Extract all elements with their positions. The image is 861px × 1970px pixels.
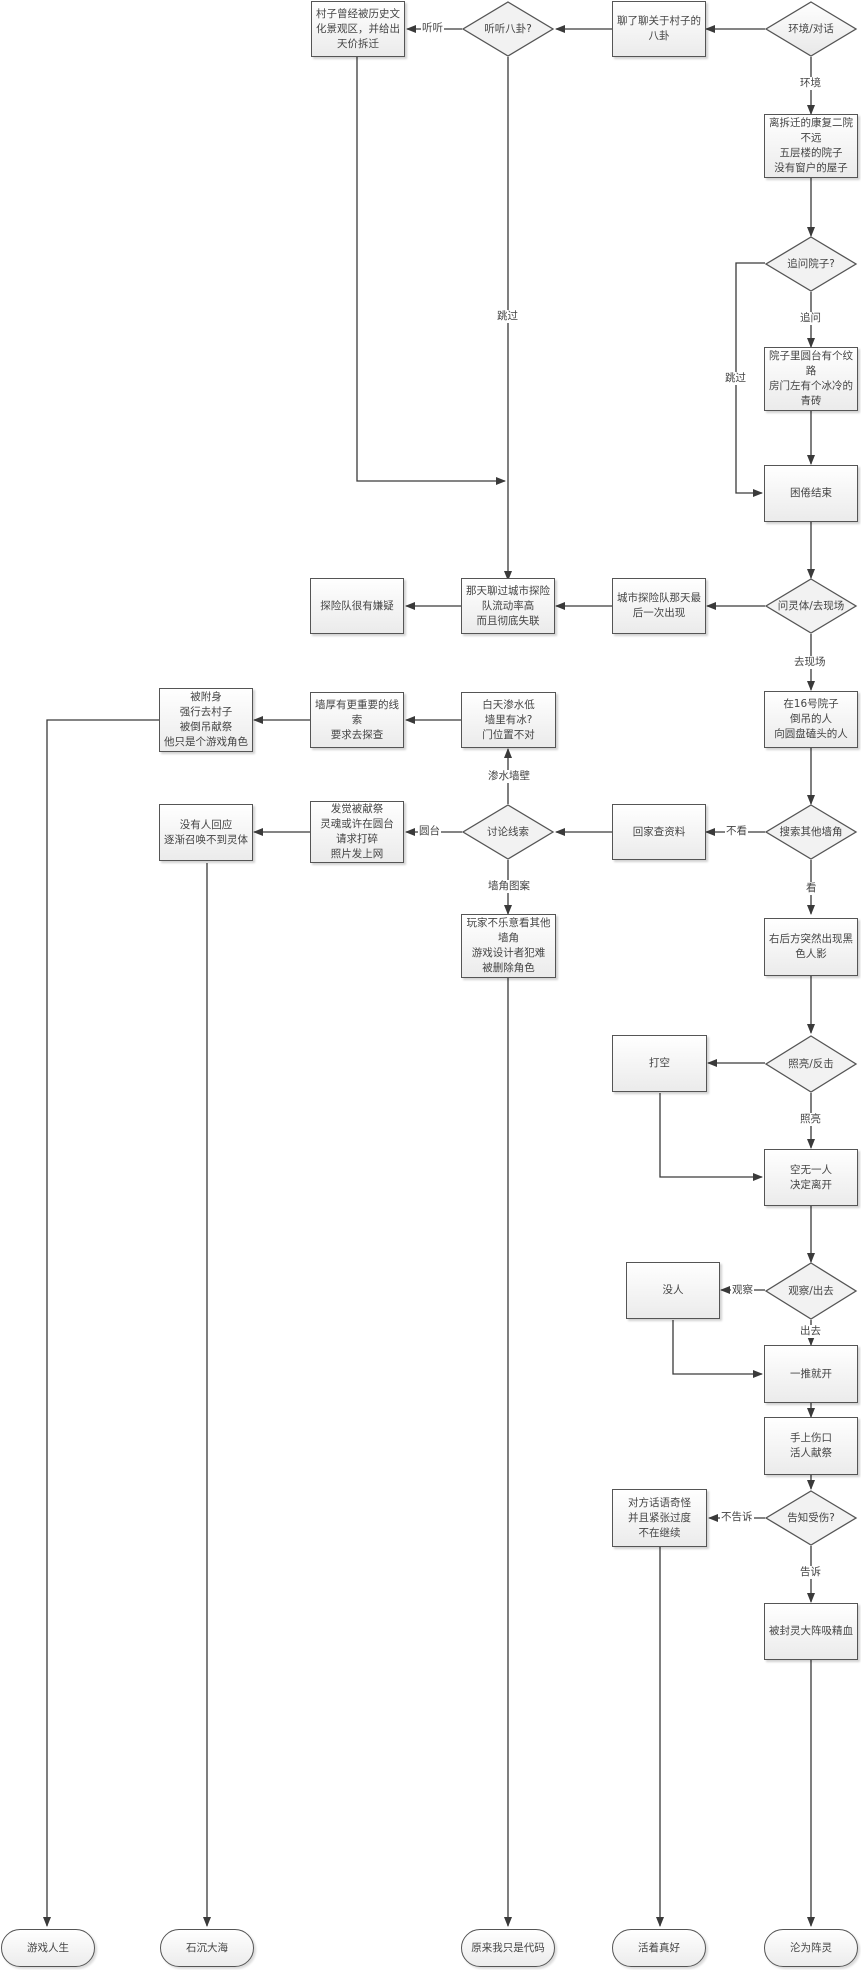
edge-label-exit: 出去: [799, 1325, 822, 1338]
ending-label: 石沉大海: [186, 1941, 228, 1954]
box-label: 那天聊过城市探险 队流动率高 而且彻底失联: [466, 584, 550, 627]
edge-label-light-up: 照亮: [799, 1113, 822, 1126]
edge-label-corner-pattern: 墙角图案: [487, 880, 531, 893]
decision-light-fight: 照亮/反击: [764, 1035, 858, 1093]
ending-become-spirit: 沦为阵灵: [764, 1929, 858, 1967]
box-yard-detail: 院子里圆台有个纹 路 房门左有个冰冷的 青砖: [764, 347, 858, 411]
box-explorers-last: 城市探险队那天最 后一次出现: [612, 578, 706, 634]
ending-good-alive: 活着真好: [612, 1929, 706, 1967]
edge-label-ask: 追问: [799, 312, 822, 325]
decision-listen-gossip: 听听八卦?: [461, 1, 555, 57]
decision-label: 追问院子?: [787, 257, 835, 270]
box-label: 回家查资料: [632, 825, 686, 838]
box-push-open: 一推就开: [764, 1345, 858, 1403]
edge-history-to-merge: [356, 57, 506, 485]
box-label: 右后方突然出现黑 色人影: [769, 933, 853, 960]
decision-label: 观察/出去: [788, 1284, 834, 1297]
box-label: 手上伤口 活人献祭: [790, 1432, 832, 1459]
edge-label-no-tell: 不告诉: [720, 1511, 754, 1524]
box-label: 发觉被献祭 灵魂或许在圆台 请求打碎 照片发上网: [320, 803, 394, 860]
box-label: 被附身 强行去村子 被倒吊献祭 他只是个游戏角色: [164, 691, 248, 748]
edge-label-skip-gossip: 跳过: [496, 310, 519, 323]
box-label: 困倦结束: [790, 487, 832, 499]
box-label: 在16号院子 倒吊的人 向圆盘磕头的人: [774, 698, 848, 740]
edge-label-observe: 观察: [731, 1284, 754, 1297]
box-label: 离拆迁的康复二院 不远 五层楼的院子 没有窗户的屋子: [769, 117, 853, 174]
edge-label-environment: 环境: [799, 77, 822, 90]
box-empty-leave: 空无一人 决定离开: [764, 1149, 858, 1206]
decision-env-dialog: 环境/对话: [764, 1, 858, 57]
box-label: 被封灵大阵吸精血: [769, 1625, 853, 1637]
box-label: 打空: [649, 1057, 670, 1069]
box-label: 白天渗水低 墙里有冰? 门位置不对: [482, 698, 535, 741]
box-label: 没有人回应 逐渐召唤不到灵体: [164, 818, 248, 846]
decision-label: 照亮/反击: [788, 1057, 834, 1070]
decision-observe-exit: 观察/出去: [764, 1262, 858, 1320]
box-possessed: 被附身 强行去村子 被倒吊献祭 他只是个游戏角色: [159, 688, 253, 752]
box-go-home: 回家查资料: [612, 804, 706, 860]
box-player-refuse: 玩家不乐意看其他 墙角 游戏设计者犯难 被删除角色: [461, 914, 556, 978]
box-yard16: 在16号院子 倒吊的人 向圆盘磕头的人: [764, 691, 858, 748]
box-sacrificed: 发觉被献祭 灵魂或许在圆台 请求打碎 照片发上网: [310, 801, 404, 863]
edge-label-listen: 听听: [421, 22, 444, 35]
ending-just-code: 原来我只是代码: [461, 1929, 555, 1967]
decision-label: 讨论线索: [487, 825, 529, 838]
box-gossip-village: 聊了聊关于村子的 八卦: [612, 1, 706, 57]
box-sleepy-end: 困倦结束: [764, 465, 858, 522]
decision-label: 告知受伤?: [787, 1511, 835, 1524]
box-no-response: 没有人回应 逐渐召唤不到灵体: [159, 804, 253, 861]
box-hit-air: 打空: [612, 1035, 707, 1092]
edge-hitair-to-empty: [659, 1093, 763, 1181]
box-label: 探险队很有嫌疑: [320, 599, 394, 612]
box-village-history: 村子曾经被历史文 化景观区，并给出 天价拆迁: [311, 1, 405, 57]
box-label: 聊了聊关于村子的 八卦: [617, 15, 701, 42]
ending-sunk-sea: 石沉大海: [160, 1929, 254, 1967]
edge-label-go-scene: 去现场: [793, 656, 827, 669]
edge-label-round-table: 圆台: [418, 825, 441, 838]
decision-discuss-clues: 讨论线索: [461, 804, 555, 860]
ending-label: 活着真好: [638, 1941, 680, 1954]
box-label: 城市探险队那天最 后一次出现: [617, 592, 701, 619]
ending-label: 沦为阵灵: [790, 1941, 832, 1954]
edge-label-look: 看: [805, 882, 818, 895]
edge-possessed-to-gamelife: [43, 719, 160, 1927]
box-sealed-spirit: 被封灵大阵吸精血: [764, 1603, 858, 1660]
decision-label: 搜索其他墙角: [779, 825, 843, 838]
decision-label: 环境/对话: [788, 22, 834, 35]
decision-ask-spirit: 问灵体/去现场: [764, 578, 858, 634]
ending-label: 游戏人生: [27, 1941, 69, 1954]
box-near-hospital: 离拆迁的康复二院 不远 五层楼的院子 没有窗户的屋子: [764, 114, 858, 178]
edge-nobody-to-push: [672, 1320, 763, 1378]
box-strange-talk: 对方话语奇怪 并且紧张过度 不在继续: [612, 1489, 707, 1547]
box-label: 玩家不乐意看其他 墙角 游戏设计者犯难 被删除角色: [466, 917, 551, 974]
box-nobody: 没人: [626, 1262, 720, 1319]
decision-tell-injury: 告知受伤?: [764, 1490, 858, 1546]
box-label: 一推就开: [790, 1367, 832, 1380]
ending-game-life: 游戏人生: [1, 1929, 95, 1967]
edge-label-tell: 告诉: [799, 1566, 822, 1579]
box-daytime-seep: 白天渗水低 墙里有冰? 门位置不对: [461, 692, 556, 748]
box-label: 对方话语奇怪 并且紧张过度 不在继续: [628, 1496, 691, 1539]
decision-ask-yard: 追问院子?: [764, 236, 858, 292]
box-label: 没人: [662, 1284, 684, 1296]
edge-label-no-look: 不看: [725, 825, 748, 838]
edge-label-skip-yard: 跳过: [724, 372, 747, 385]
decision-label: 问灵体/去现场: [777, 599, 845, 612]
box-black-shadow: 右后方突然出现黑 色人影: [764, 918, 858, 976]
box-explorers-talked: 那天聊过城市探险 队流动率高 而且彻底失联: [461, 578, 555, 634]
edge-label-seep-wall: 渗水墙壁: [487, 770, 531, 783]
box-label: 院子里圆台有个纹 路 房门左有个冰冷的 青砖: [769, 350, 853, 407]
box-label: 墙厚有更重要的线 索 要求去探查: [315, 698, 399, 741]
box-label: 村子曾经被历史文 化景观区，并给出 天价拆迁: [316, 7, 400, 50]
box-hand-wound: 手上伤口 活人献祭: [764, 1417, 858, 1475]
ending-label: 原来我只是代码: [471, 1941, 545, 1954]
box-label: 空无一人 决定离开: [790, 1163, 832, 1191]
box-wall-clue: 墙厚有更重要的线 索 要求去探查: [310, 692, 404, 748]
decision-search-corner: 搜索其他墙角: [764, 804, 858, 860]
box-explorers-suspect: 探险队很有嫌疑: [310, 578, 404, 634]
decision-label: 听听八卦?: [484, 22, 532, 35]
